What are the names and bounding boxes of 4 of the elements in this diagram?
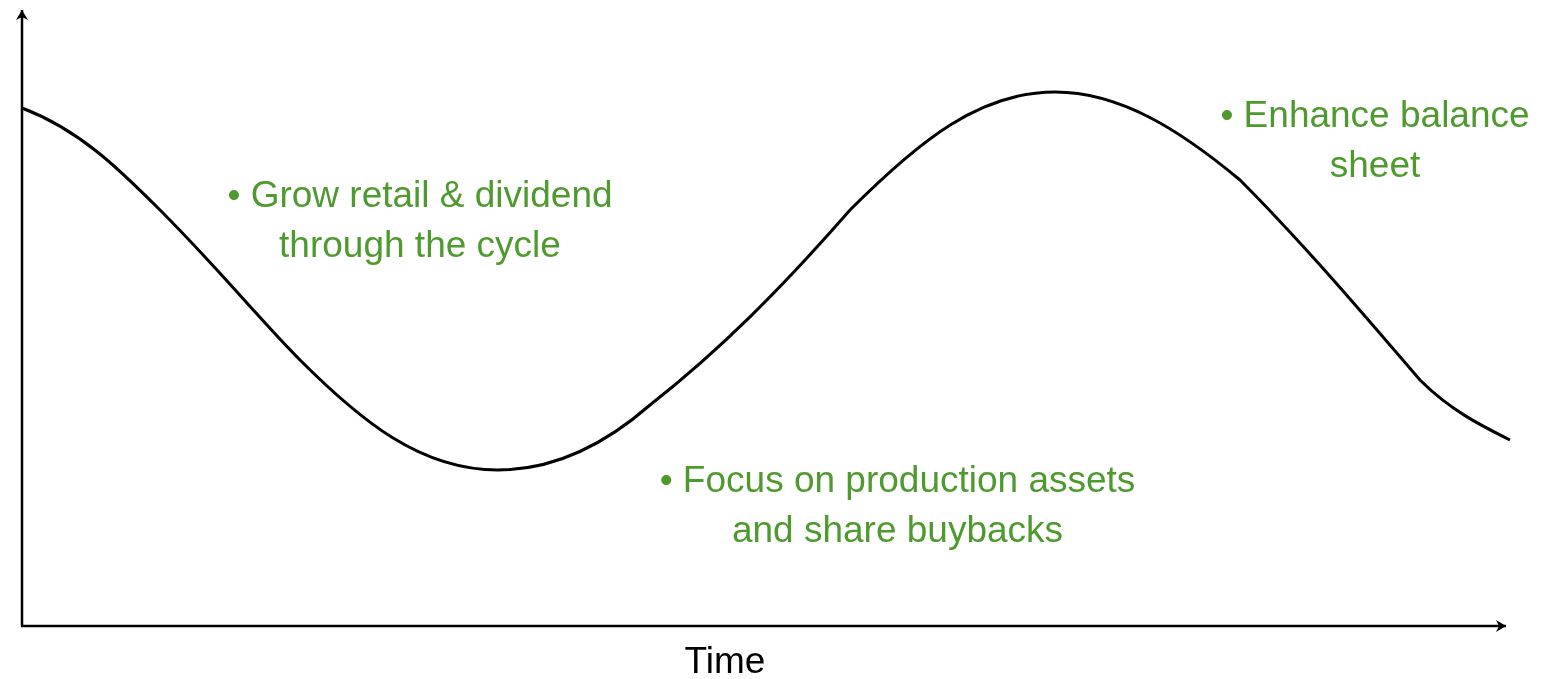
annotation-text: • Enhance balance sheet (1219, 93, 1531, 187)
annotation-text: • Grow retail & dividend through the cycle (226, 173, 614, 267)
annotation-text: • Focus on production assets and share buybacks (658, 458, 1137, 552)
axis-label: Time (683, 639, 767, 679)
